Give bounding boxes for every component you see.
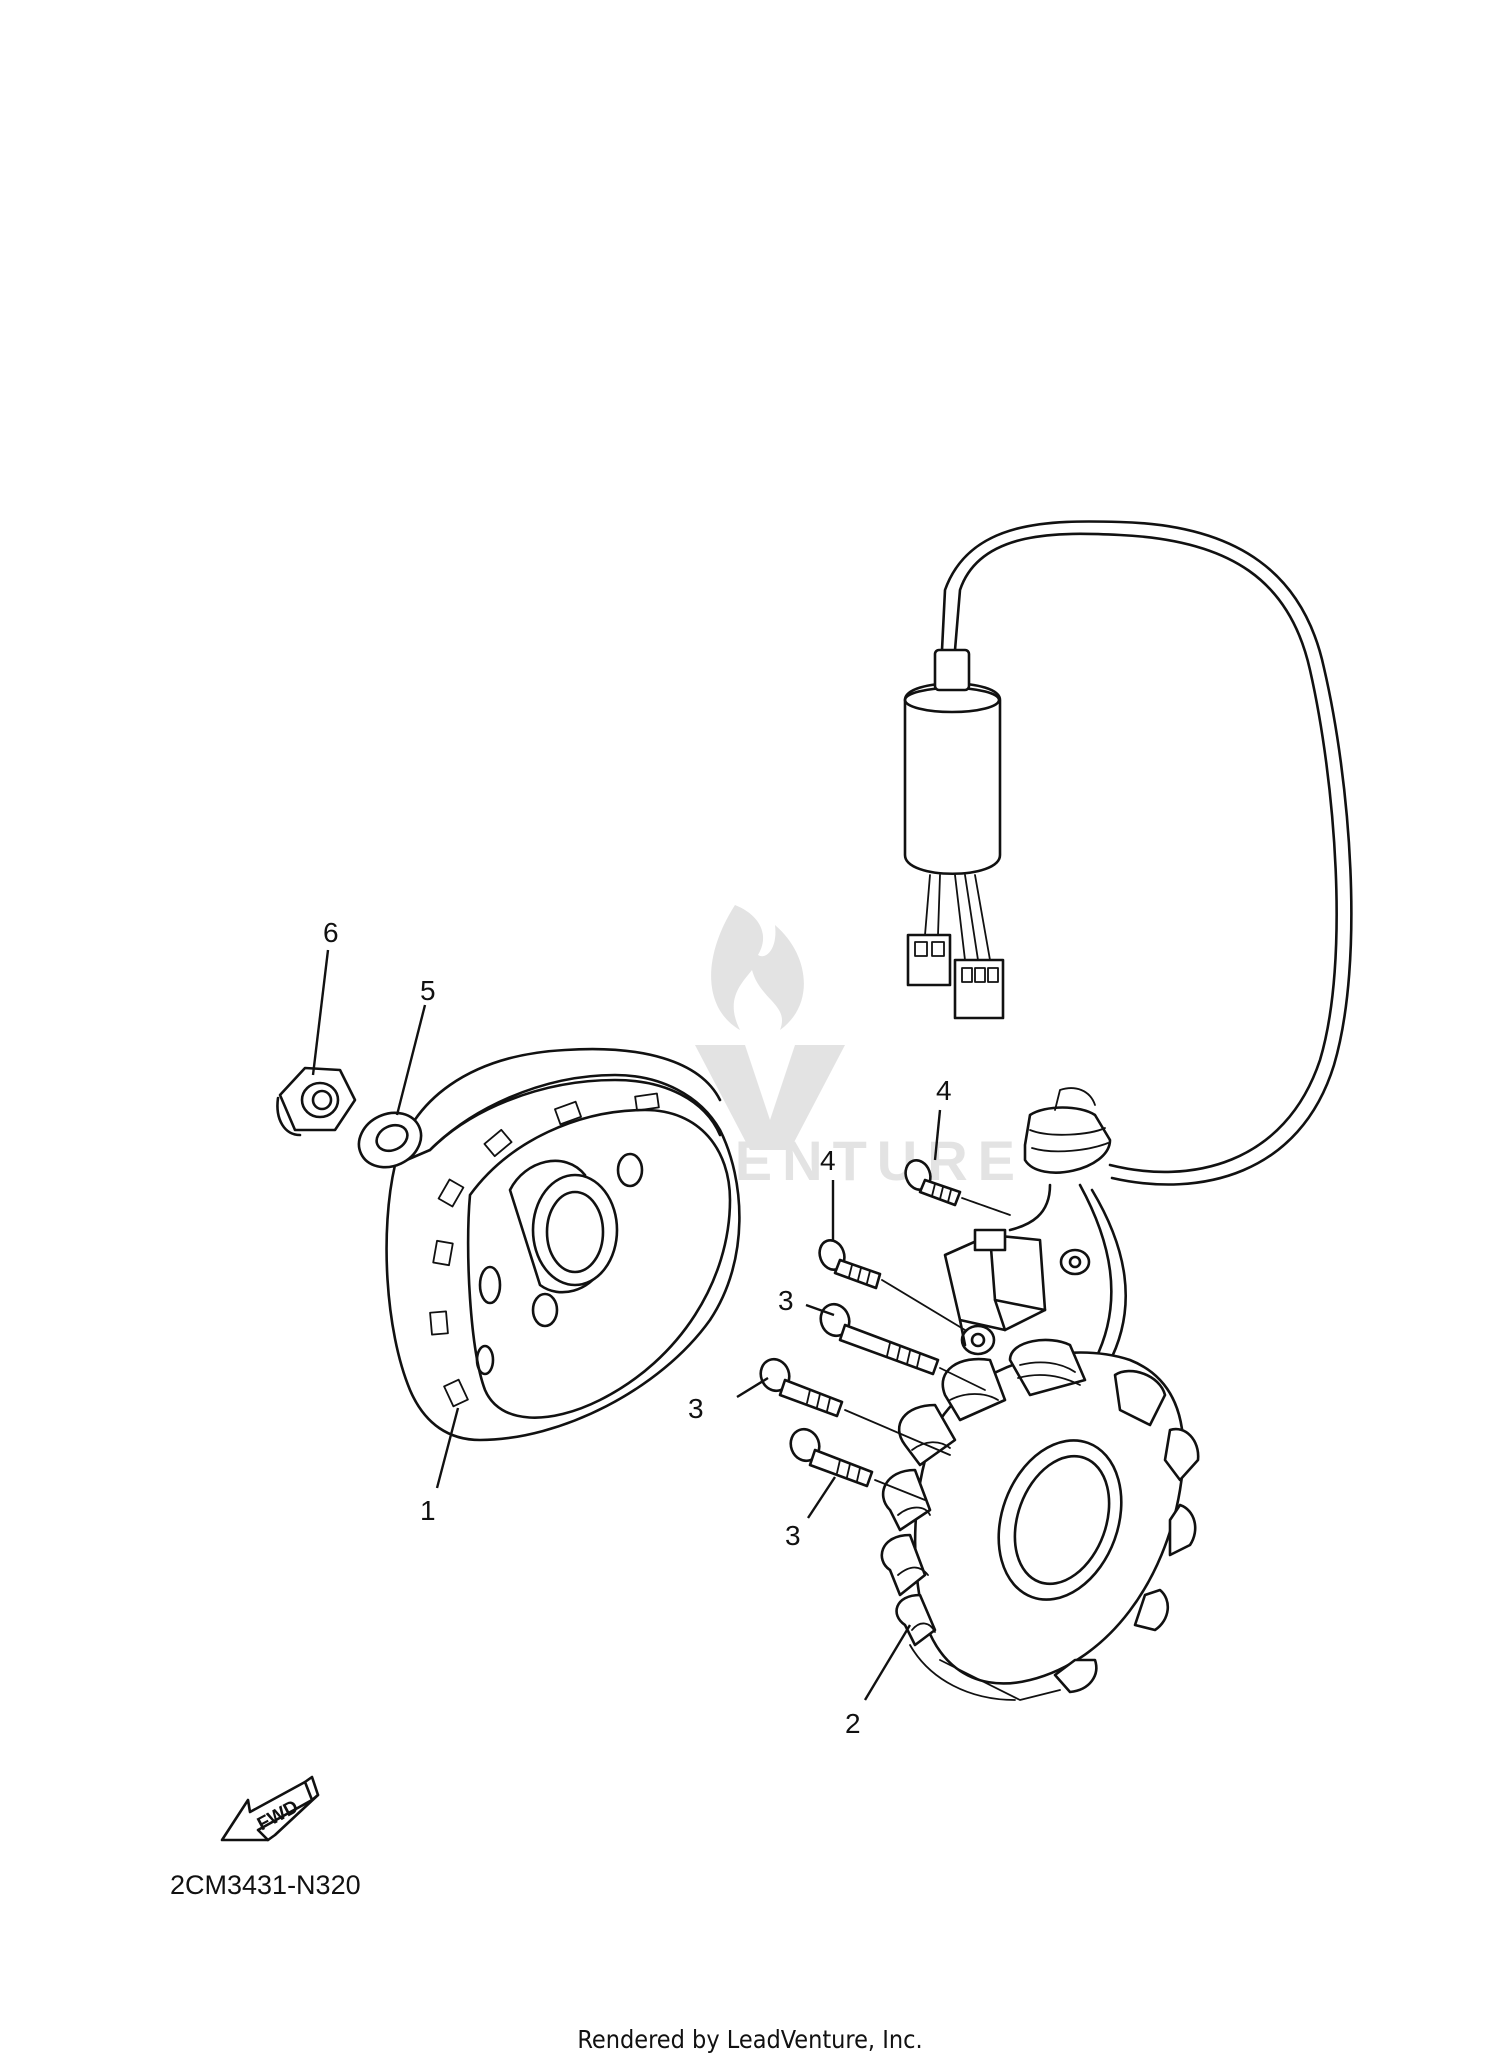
leader-1 (435, 1407, 460, 1489)
callout-4a: 4 (936, 1075, 952, 1106)
callout-6: 6 (323, 917, 339, 948)
screw-3-c (789, 1427, 926, 1501)
screw-3-b (759, 1357, 951, 1456)
flange-nut (276, 1066, 357, 1137)
leader-4a (933, 1109, 942, 1161)
wire-harness (903, 520, 1353, 1402)
pickup-sensor (943, 1228, 1091, 1356)
callout-3c: 3 (785, 1520, 801, 1551)
render-credit: Rendered by LeadVenture, Inc. (577, 2025, 923, 2054)
rotor-flywheel (385, 1047, 741, 1442)
callout-5: 5 (420, 975, 436, 1006)
leader-3c (806, 1476, 837, 1519)
leader-6 (311, 949, 330, 1076)
leader-5 (395, 1004, 427, 1116)
callout-1: 1 (420, 1495, 436, 1526)
callout-3b: 3 (688, 1393, 704, 1424)
screw-4-lower (818, 1239, 966, 1331)
callout-2: 2 (845, 1708, 861, 1739)
callout-4b: 4 (820, 1145, 836, 1176)
leader-2 (863, 1624, 912, 1701)
fwd-arrow-icon: FWD (220, 1775, 320, 1842)
screw-4-upper (904, 1159, 1011, 1216)
leader-3b (736, 1376, 769, 1399)
washer (357, 1111, 423, 1169)
part-code: 2CM3431-N320 (170, 1870, 361, 1900)
stator-coil (880, 1338, 1200, 1701)
leader-3a (805, 1303, 835, 1317)
callout-3a: 3 (778, 1285, 794, 1316)
